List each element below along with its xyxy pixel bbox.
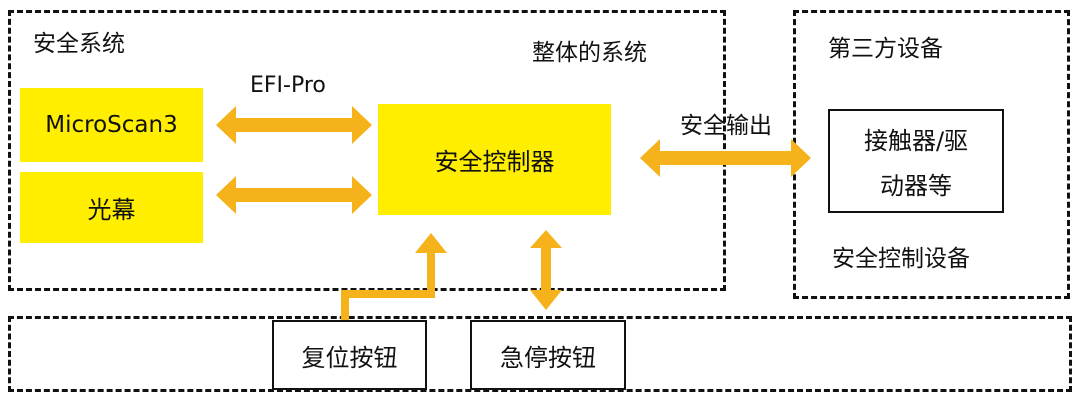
contactor-line-1: 接触器/驱 xyxy=(863,127,969,155)
safe-output-label: 安全输出 xyxy=(680,113,772,139)
safety-system-region xyxy=(8,10,726,291)
safety-control-device-label: 安全控制设备 xyxy=(832,246,970,272)
microscan3-box: MicroScan3 xyxy=(20,88,203,162)
estop-arrow xyxy=(530,230,562,310)
third-party-label: 第三方设备 xyxy=(828,36,943,62)
safe-output-arrow xyxy=(640,139,811,177)
efi-arrow-microscan xyxy=(216,106,372,144)
light-curtain-arrow xyxy=(216,176,372,214)
light-curtain-box: 光幕 xyxy=(20,172,203,243)
contactor-line-2: 动器等 xyxy=(880,172,952,200)
button-region xyxy=(8,316,1072,392)
efi-pro-label: EFI-Pro xyxy=(250,73,326,98)
safety-system-label: 安全系统 xyxy=(33,31,125,57)
estop-button-box: 急停按钮 xyxy=(470,320,626,390)
contactor-drive-box: 接触器/驱 动器等 xyxy=(828,109,1004,213)
reset-arrow xyxy=(341,233,447,320)
safety-controller-box: 安全控制器 xyxy=(378,104,611,215)
overall-system-label: 整体的系统 xyxy=(532,40,647,66)
reset-button-box: 复位按钮 xyxy=(272,320,427,390)
